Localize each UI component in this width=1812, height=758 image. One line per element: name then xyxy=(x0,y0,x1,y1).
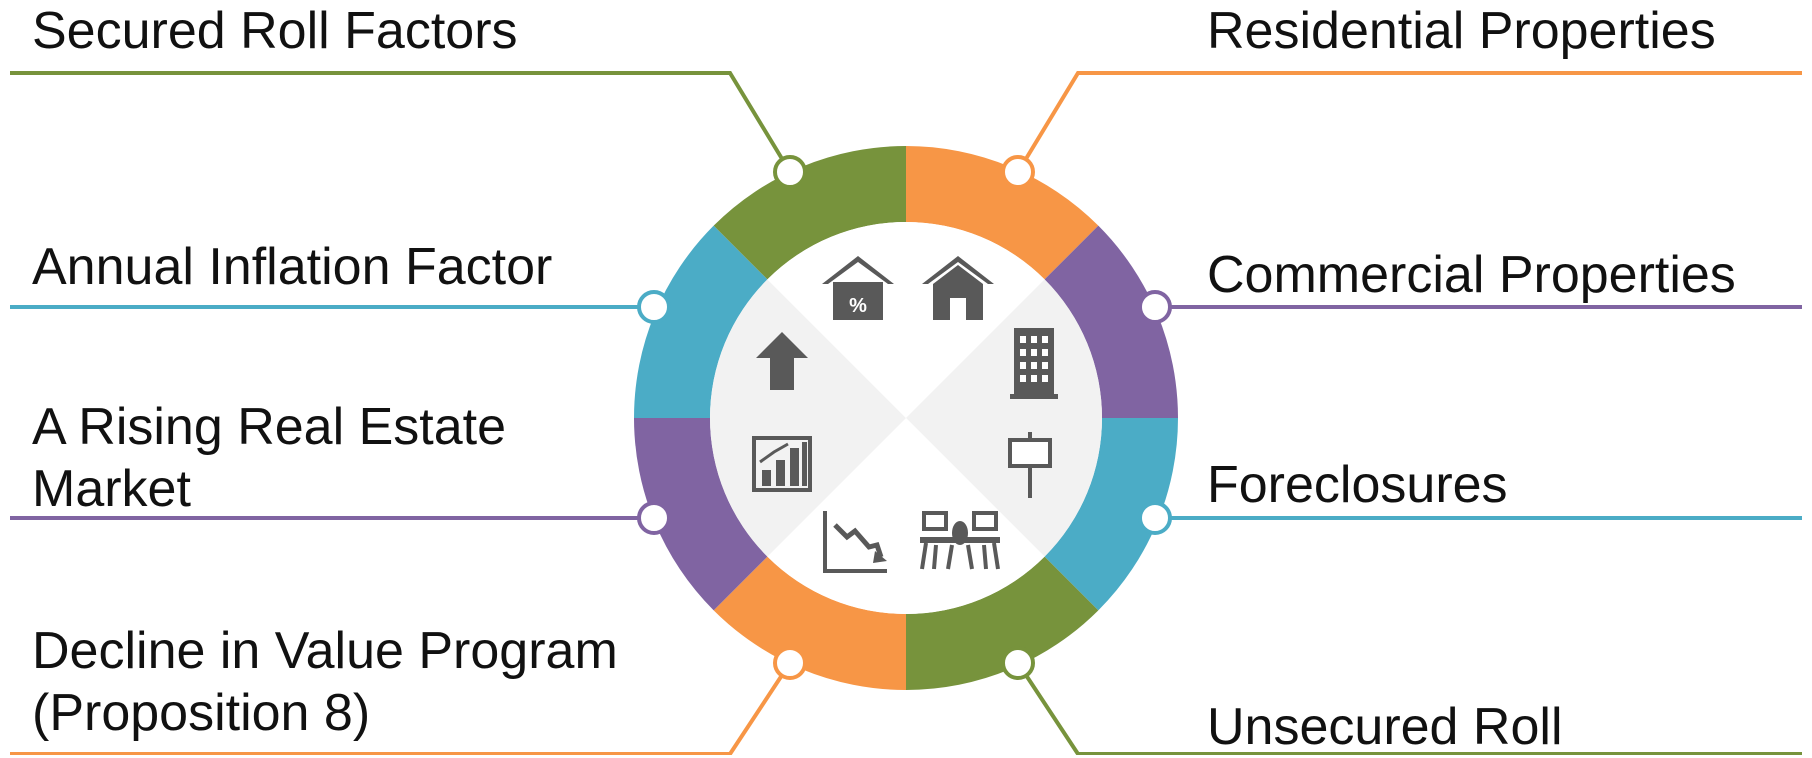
ring-segment-rising-market xyxy=(634,418,768,611)
inner-wedge xyxy=(767,418,906,614)
label-residential-properties: Residential Properties xyxy=(1207,0,1716,62)
unsecured-roll-text: Unsecured Roll xyxy=(1207,698,1563,756)
ring-segment-residential xyxy=(906,146,1099,280)
label-foreclosures: Foreclosures xyxy=(1207,454,1508,516)
sign-post-icon xyxy=(1008,432,1052,498)
label-decline-in-value-program: Decline in Value Program (Proposition 8) xyxy=(32,620,618,744)
leader-line-secured-roll xyxy=(10,71,792,174)
leader-line-decline xyxy=(10,661,792,755)
label-annual-inflation-factor: Annual Inflation Factor xyxy=(32,236,552,298)
ring-segment-commercial xyxy=(1044,225,1178,418)
up-arrow-icon xyxy=(756,332,808,390)
ring-segment-secured-roll xyxy=(713,146,906,280)
connector-dot xyxy=(1138,501,1172,535)
label-rising-real-estate-market: A Rising Real Estate Market xyxy=(32,396,506,520)
ring-segment-annual-inflation xyxy=(634,225,768,418)
connector-dot xyxy=(637,290,671,324)
connector-dot xyxy=(1138,290,1172,324)
connector-dot xyxy=(1001,155,1035,189)
svg-text:%: % xyxy=(849,295,867,317)
label-unsecured-roll: Unsecured Roll xyxy=(1207,696,1563,758)
rising-market-line2: Market xyxy=(32,460,191,518)
secured-roll-factors-text: Secured Roll Factors xyxy=(32,2,518,60)
connector-dots xyxy=(637,155,1172,680)
outer-ring xyxy=(634,146,1178,690)
connector-dot xyxy=(773,646,807,680)
ring-segment-unsecured-roll xyxy=(906,556,1099,690)
declining-chart-icon xyxy=(823,511,887,573)
residential-properties-text: Residential Properties xyxy=(1207,2,1716,60)
ring-segment-foreclosures xyxy=(1044,418,1178,611)
house-icon xyxy=(922,256,994,320)
rising-market-line1: A Rising Real Estate xyxy=(32,398,507,456)
ring-segment-decline-in-value xyxy=(713,556,906,690)
connector-dot xyxy=(637,501,671,535)
leader-lines xyxy=(10,71,1802,755)
connector-dot xyxy=(773,155,807,189)
office-building-icon xyxy=(1010,328,1058,399)
annual-inflation-factor-text: Annual Inflation Factor xyxy=(32,238,553,296)
connector-dot xyxy=(1001,646,1035,680)
foreclosures-text: Foreclosures xyxy=(1207,456,1508,514)
label-commercial-properties: Commercial Properties xyxy=(1207,244,1736,306)
leader-line-residential xyxy=(1016,71,1802,174)
decline-line1: Decline in Value Program xyxy=(32,622,618,680)
rising-bar-chart-icon xyxy=(752,436,812,492)
house-percent-icon: % xyxy=(822,256,894,320)
inner-wedge xyxy=(710,279,906,418)
label-secured-roll-factors: Secured Roll Factors xyxy=(32,0,518,62)
inner-pie xyxy=(710,222,1102,614)
inner-wedge xyxy=(906,418,1102,557)
decline-line2: (Proposition 8) xyxy=(32,684,371,742)
meeting-chairs-icon xyxy=(920,511,1000,570)
leader-line-unsecured xyxy=(1016,661,1802,755)
commercial-properties-text: Commercial Properties xyxy=(1207,246,1736,304)
